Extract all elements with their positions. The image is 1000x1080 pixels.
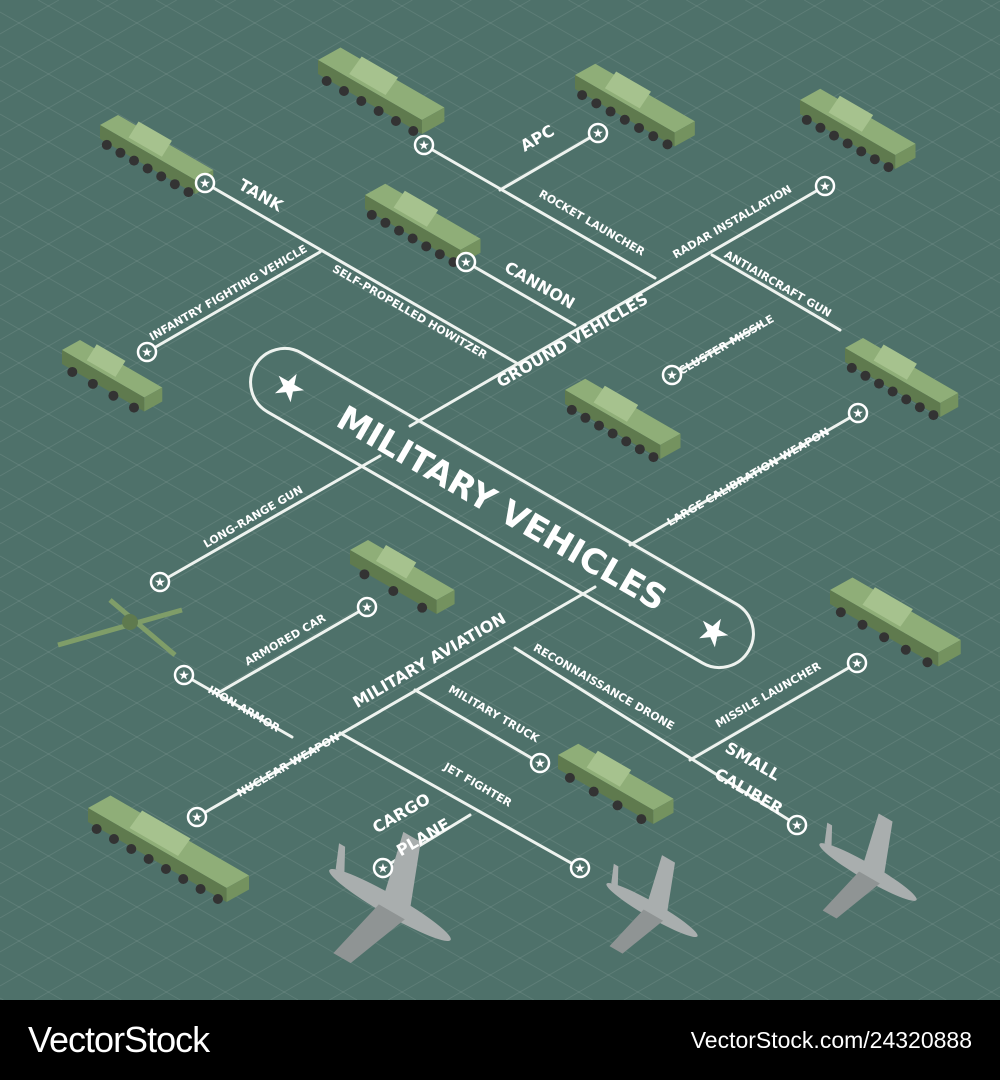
label-military-aviation: MILITARY AVIATION [349,609,509,712]
star-icon: ★ [377,861,389,876]
nuclear-weapon-illustration [88,795,250,904]
cluster-missile-illustration [565,378,681,463]
star-marker: ★ [847,402,869,424]
watermark-footer: VectorStock VectorStock.com/24320888 [0,1000,1000,1080]
label-missile-launcher: MISSILE LAUNCHER [713,659,823,730]
cluster-missile-line [670,323,762,377]
star-marker: ★ [846,652,868,674]
star-icon: ★ [154,575,166,590]
star-icon: ★ [851,656,863,671]
star-icon: ★ [574,861,586,876]
star-marker: ★ [455,251,477,273]
vehicle-illustrations [57,47,961,964]
star-marker: ★ [372,857,394,879]
jet-fighter-line [338,731,582,870]
star-marker: ★ [356,596,378,618]
armored-car-illustration [350,540,455,614]
label-rocket-launcher: ROCKET LAUNCHER [537,187,648,258]
star-icon: ★ [791,818,803,833]
star-marker: ★ [587,122,609,144]
reconnaissance-drone-illustration [819,813,917,919]
rocket-launcher-line [422,143,657,280]
ground-vehicles-line [408,184,827,428]
star-icon: ★ [666,368,678,383]
star-marker: ★ [661,364,683,386]
star-icon: ★ [199,176,211,191]
long-range-gun-illustration [57,598,183,657]
long-range-gun-line [158,454,382,584]
cannon-line [464,260,577,327]
tank-line [203,181,522,367]
apc-line [498,131,600,192]
military-vehicles-infographic: MILITARY VEHICLES ★ ★ ★★★★★★★★★★★★★★★★★ … [0,0,1000,1000]
star-marker: ★ [814,175,836,197]
star-markers: ★ ★ ★ ★ ★ ★ ★ ★ ★ ★ ★ ★ ★ ★ ★ ★ ★ [136,122,869,879]
star-icon: ★ [592,126,604,141]
rocket-launcher-illustration [318,47,445,136]
star-marker: ★ [413,134,435,156]
antiaircraft-line [710,253,842,332]
star-icon: ★ [460,255,472,270]
star-icon: ★ [852,406,864,421]
label-nuclear-weapon: NUCLEAR WEAPON [235,730,342,799]
star-marker: ★ [786,814,808,836]
label-jet-fighter: JET FIGHTER [441,760,515,810]
apc-illustration [575,63,695,150]
label-cluster-missile: CLUSTER MISSILE [676,312,776,377]
star-icon: ★ [361,600,373,615]
label-armored-car: ARMORED CAR [242,611,328,668]
star-marker: ★ [194,172,216,194]
aviation-line [195,585,597,819]
ifv-illustration [62,340,163,413]
image-url: VectorStock.com/24320888 [690,1026,972,1053]
military-truck-line [413,688,542,765]
iron-armor-line [182,673,294,739]
star-icon: ★ [418,138,430,153]
star-icon: ★ [178,668,190,683]
label-antiaircraft-gun: ANTIAIRCRAFT GUN [722,248,834,320]
military-truck-illustration [558,743,674,825]
label-long-range-gun: LONG-RANGE GUN [201,483,305,551]
star-marker: ★ [529,752,551,774]
self-propelled-howitzer-illustration [365,183,481,268]
star-marker: ★ [136,341,158,363]
recon-drone-line [513,646,799,827]
star-marker: ★ [569,857,591,879]
missile-launcher-line [688,661,859,762]
label-self-propelled-howitzer: SELF-PROPELLED HOWITZER [330,262,490,362]
connector-lines [145,131,860,870]
label-iron-armor: IRON ARMOR [206,683,283,735]
armored-car-line [216,605,369,695]
radar-illustration [800,88,916,173]
star-icon: ★ [819,179,831,194]
large-calibration-line [628,411,860,547]
jet-fighter-illustration [606,855,698,954]
star-icon: ★ [141,345,153,360]
star-marker: ★ [149,571,171,593]
star-icon: ★ [191,810,203,825]
label-tank: TANK [235,175,286,216]
star-icon: ★ [534,756,546,771]
antiaircraft-gun-illustration [845,338,959,421]
ifv-line [145,250,322,354]
label-infantry-fighting-vehicle: INFANTRY FIGHTING VEHICLE [147,242,309,343]
star-marker: ★ [173,664,195,686]
missile-launcher-illustration [830,577,961,668]
label-reconnaissance-drone: RECONNAISSANCE DRONE [531,641,677,733]
cargo-plane-illustration [329,831,451,964]
vectorstock-logo: VectorStock [28,1019,210,1060]
star-marker: ★ [186,806,208,828]
